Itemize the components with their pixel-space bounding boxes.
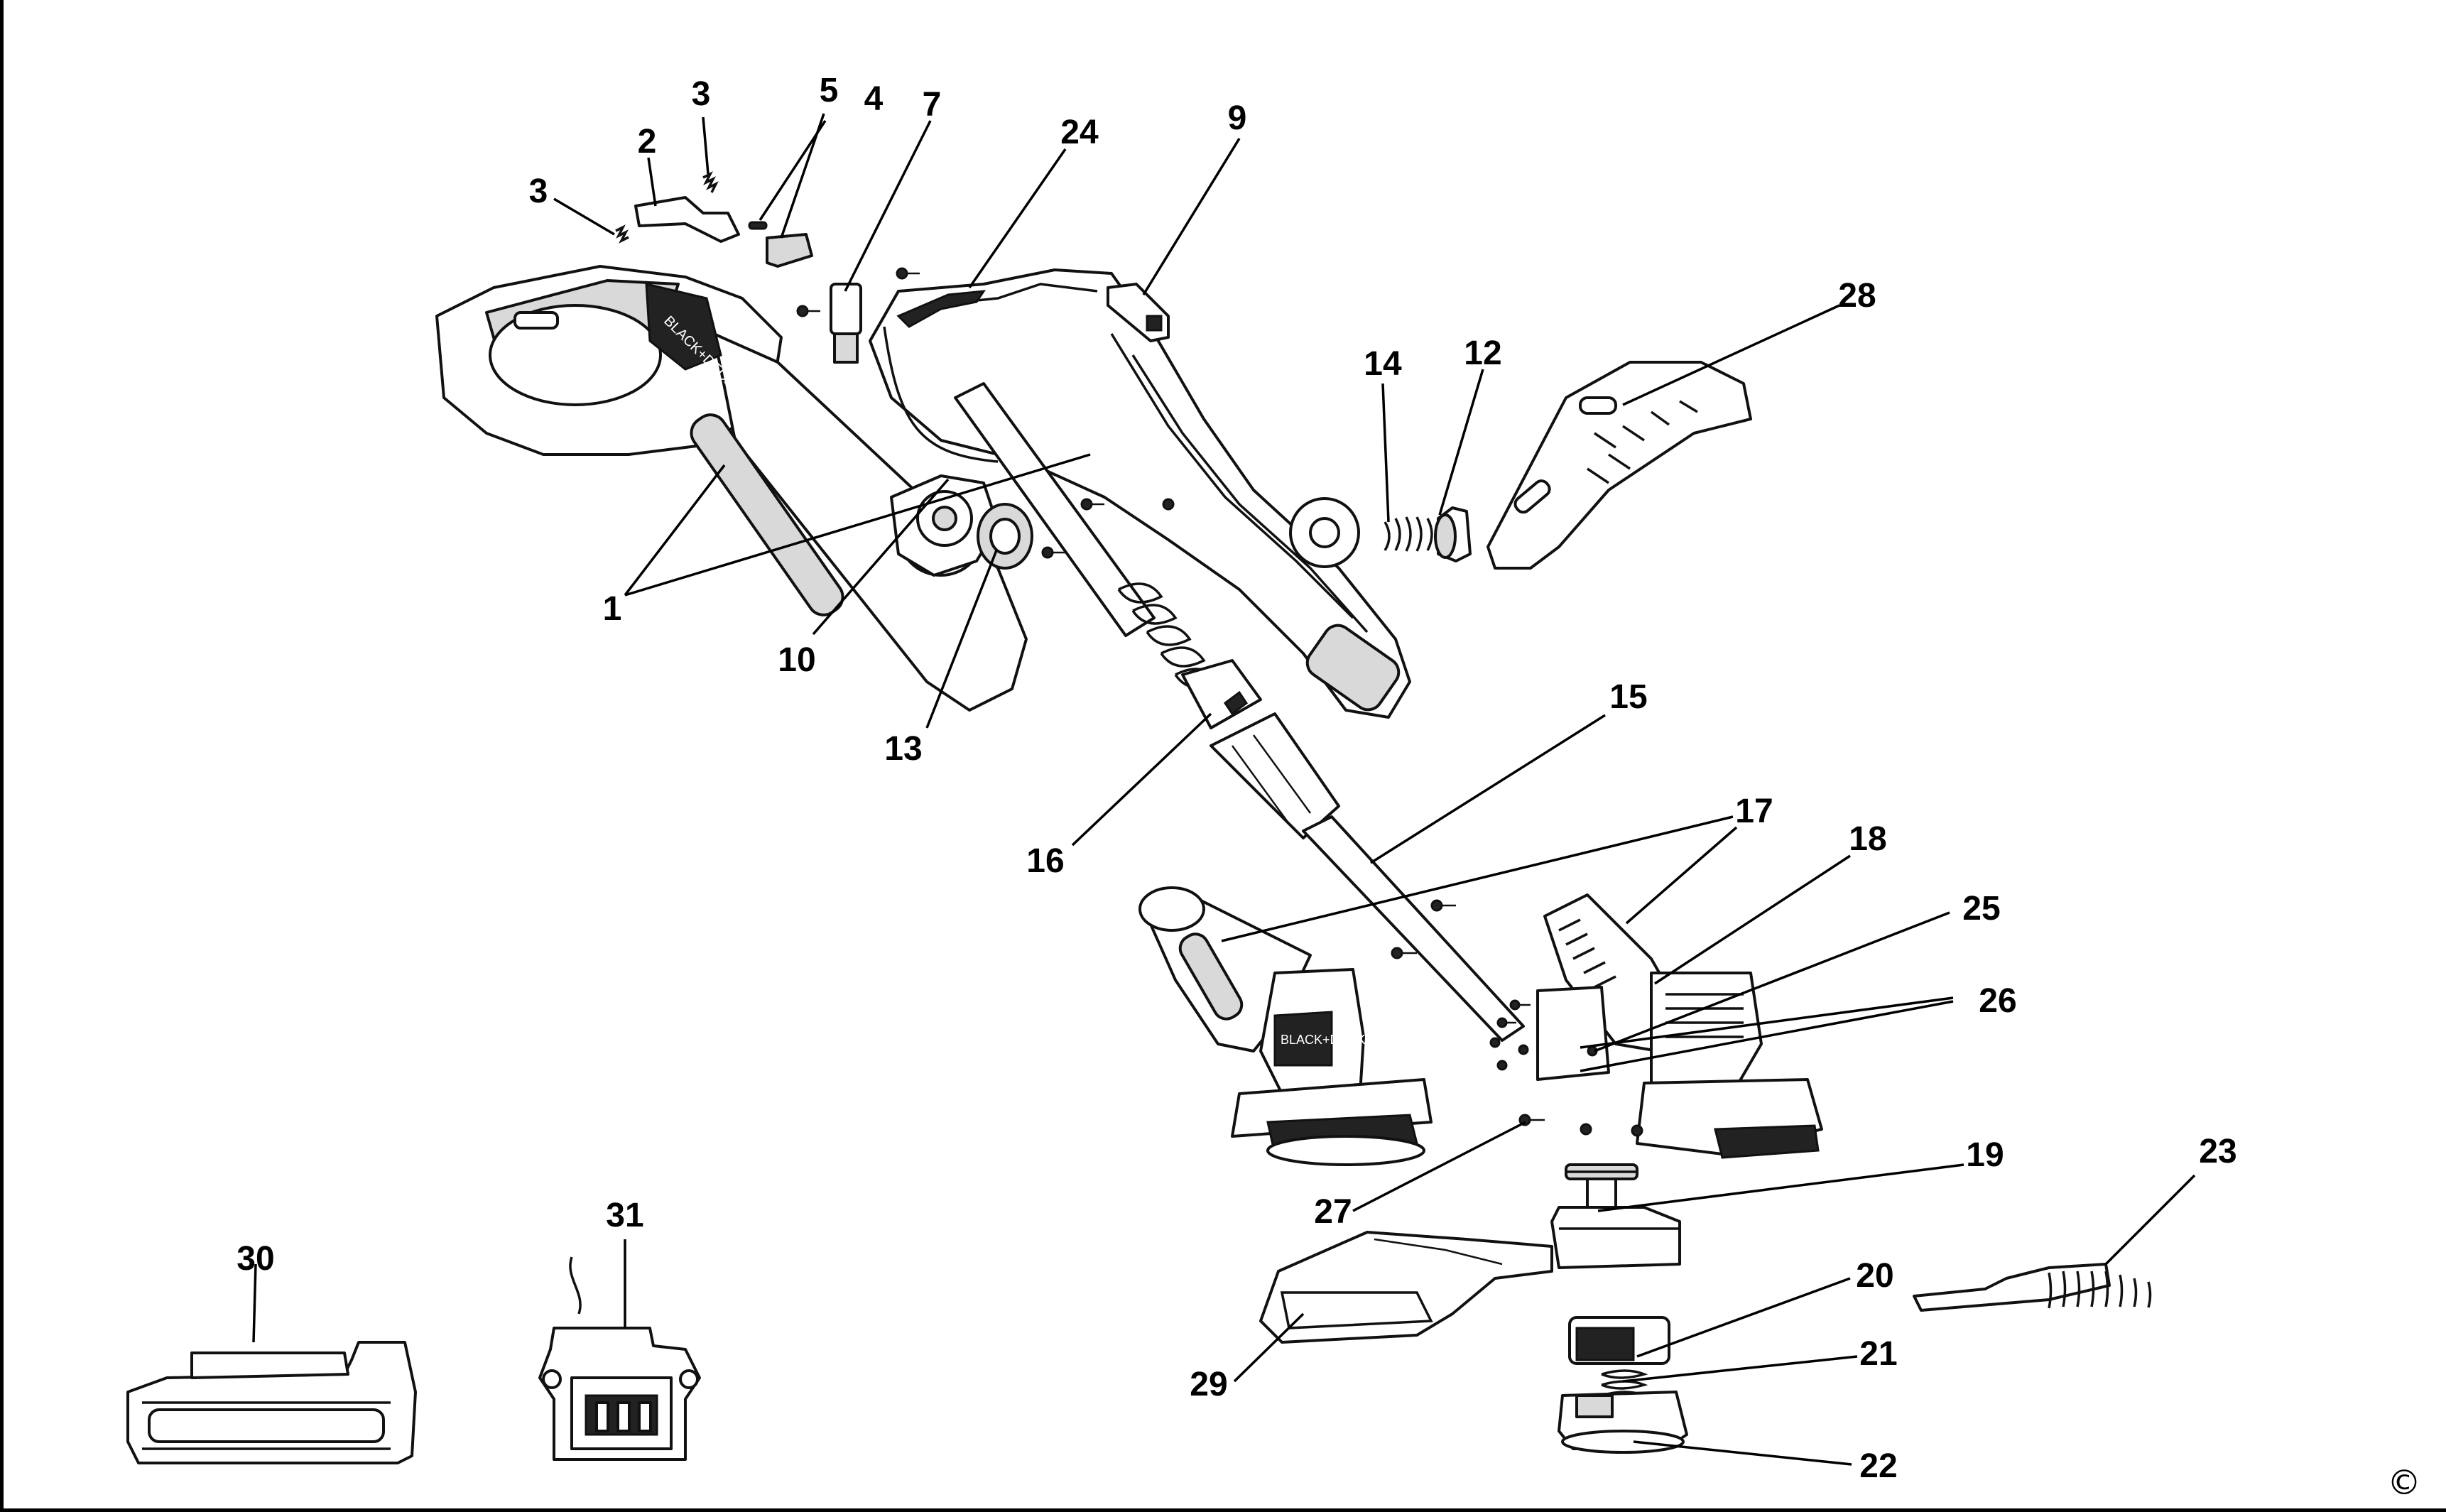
callout-17: 17 xyxy=(1735,793,1773,830)
callout-3b: 3 xyxy=(691,75,711,113)
callout-15: 15 xyxy=(1609,678,1648,716)
callout-31: 31 xyxy=(606,1197,644,1234)
callout-28: 28 xyxy=(1838,277,1876,315)
part-10-adjuster xyxy=(890,474,999,577)
screws-motor xyxy=(1489,999,1643,1137)
part-19-spool-housing xyxy=(1550,1163,1681,1269)
callout-4: 4 xyxy=(864,80,884,118)
callout-12: 12 xyxy=(1464,335,1502,372)
callout-24: 24 xyxy=(1060,114,1099,151)
callout-5: 5 xyxy=(819,72,839,109)
part-30-battery xyxy=(126,1341,417,1464)
part-31-charger xyxy=(538,1256,701,1461)
callout-3a: 3 xyxy=(528,173,548,210)
part-3-springs xyxy=(615,171,719,244)
part-22-cap xyxy=(1558,1391,1688,1454)
part-17-head-housing-left: BLACK+DECKER xyxy=(1138,886,1433,1166)
callout-2: 2 xyxy=(637,123,657,161)
callout-9: 9 xyxy=(1227,99,1247,137)
callout-1: 1 xyxy=(602,590,622,628)
callout-18: 18 xyxy=(1849,820,1887,858)
part-13-collar xyxy=(977,503,1033,570)
callout-27: 27 xyxy=(1314,1193,1352,1231)
part-9-clip xyxy=(1107,283,1170,342)
callout-22: 22 xyxy=(1859,1447,1898,1485)
part-5-pin xyxy=(748,221,768,230)
part-16-shaft-collar xyxy=(954,382,1262,729)
callout-16: 16 xyxy=(1026,842,1065,880)
callout-7: 7 xyxy=(922,86,942,124)
part-15-lower-shaft xyxy=(1210,712,1525,1042)
leader-lines xyxy=(252,113,2196,1466)
part-12-collar-nut xyxy=(1434,506,1472,562)
callout-19: 19 xyxy=(1966,1136,2004,1174)
part-4-lock-button xyxy=(766,233,813,268)
callout-29: 29 xyxy=(1190,1366,1228,1403)
callout-10: 10 xyxy=(778,641,816,679)
callout-25: 25 xyxy=(1962,890,2001,928)
part-7-switch xyxy=(830,283,862,364)
callout-labels: 1 2 3 3 4 5 7 9 10 12 13 14 15 16 17 18 … xyxy=(4,0,2446,1508)
callout-20: 20 xyxy=(1856,1257,1894,1295)
brand-badge-head: BLACK+DECKER xyxy=(1281,1033,1384,1047)
callout-13: 13 xyxy=(884,730,923,768)
callout-14: 14 xyxy=(1364,345,1402,383)
screws-shaft xyxy=(1391,899,1456,959)
part-14-spring xyxy=(1384,516,1433,552)
callout-21: 21 xyxy=(1859,1335,1898,1373)
parts-drawing: BLACK+DECKER xyxy=(126,113,2196,1466)
callout-23: 23 xyxy=(2199,1133,2237,1170)
callout-26: 26 xyxy=(1979,982,2017,1020)
screws-upper xyxy=(796,267,1175,559)
copyright-symbol: © xyxy=(2387,1463,2421,1503)
part-28-handle-cover xyxy=(1486,361,1752,570)
callout-30: 30 xyxy=(237,1240,275,1278)
part-23-edge-guide xyxy=(1913,1263,2152,1312)
part-2-trigger xyxy=(634,196,740,243)
part-29-guard xyxy=(1259,1231,1553,1344)
part-24-housing-wiring xyxy=(869,268,1411,719)
part-20-spool xyxy=(1568,1316,1670,1365)
